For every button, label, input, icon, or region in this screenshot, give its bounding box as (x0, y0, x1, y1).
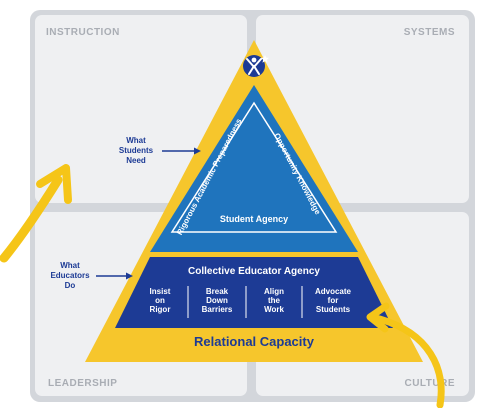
arrowhead-icon (126, 272, 133, 280)
band-item-line: Students (316, 305, 351, 314)
band-item-line: Work (264, 305, 284, 314)
student-agency-inner-triangle (170, 101, 338, 233)
band-item-line: Insist (150, 287, 171, 296)
callout-line: Educators (50, 271, 90, 280)
yellow-curved-arrow-left (0, 164, 72, 263)
collective-educator-agency-title: Collective Educator Agency (188, 266, 320, 277)
band-item-line: Align (264, 287, 284, 296)
band-item-line: for (328, 296, 339, 305)
relational-capacity-label: Relational Capacity (194, 334, 315, 349)
band-item-line: Advocate (315, 287, 352, 296)
pyramid-upper-section (150, 85, 358, 252)
callout-line: Students (119, 146, 154, 155)
quadrant-label-systems: SYSTEMS (404, 27, 455, 38)
arrowhead-icon (194, 147, 201, 155)
callout-line: What (126, 136, 146, 145)
band-item-line: Break (206, 287, 229, 296)
band-item-align-the-work: Align the Work (264, 287, 284, 314)
quadrant-label-leadership: LEADERSHIP (48, 378, 117, 389)
student-agency-label: Student Agency (220, 214, 288, 224)
pyramid-band-section (115, 257, 393, 328)
callout-line: Need (126, 156, 146, 165)
callout-line: What (60, 261, 80, 270)
band-item-line: on (155, 296, 165, 305)
callout-what-educators-do: What Educators Do (50, 261, 90, 290)
person-star-logo-icon (243, 55, 269, 77)
yellow-curved-arrow-right (366, 302, 445, 408)
band-item-line: the (268, 296, 281, 305)
callout-what-students-need: What Students Need (119, 136, 154, 165)
callout-line: Do (65, 281, 76, 290)
band-item-line: Down (206, 296, 228, 305)
band-item-line: Rigor (150, 305, 171, 314)
band-item-advocate-for-students: Advocate for Students (315, 287, 352, 314)
quadrant-label-culture: CULTURE (404, 378, 455, 389)
band-item-break-down-barriers: Break Down Barriers (202, 287, 233, 314)
quadrant-label-instruction: INSTRUCTION (46, 27, 120, 38)
band-item-insist-on-rigor: Insist on Rigor (150, 287, 171, 314)
band-item-line: Barriers (202, 305, 233, 314)
